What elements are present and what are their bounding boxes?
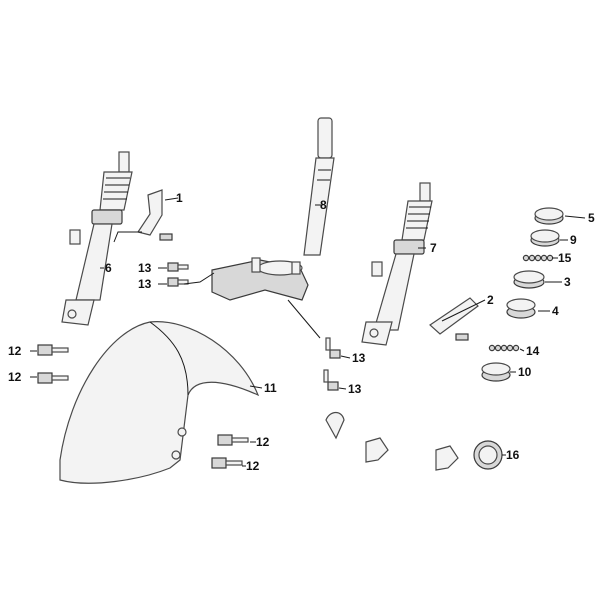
callout-14: 14 — [526, 344, 540, 358]
small-clamps — [325, 411, 459, 471]
ball-ring-14 — [488, 344, 520, 352]
reflector-part-16 — [473, 440, 503, 470]
callout-12-top-left: 12 — [8, 344, 22, 358]
steering-stem — [211, 117, 335, 301]
right-fork-leg — [361, 182, 433, 346]
callout-6: 6 — [105, 261, 112, 275]
ball-ring-15 — [522, 254, 554, 262]
callout-11: 11 — [264, 381, 277, 395]
callout-2: 2 — [487, 293, 494, 307]
bracket-part-1 — [137, 189, 173, 241]
callout-4: 4 — [552, 304, 559, 318]
callout-7: 7 — [430, 241, 437, 255]
bearing-stack — [481, 207, 564, 382]
callout-13-upper-right: 13 — [352, 351, 366, 365]
left-fork-leg — [61, 151, 133, 326]
callout-12-top-right: 12 — [256, 435, 270, 449]
leader-lines — [30, 197, 586, 467]
callout-13-lower-left: 13 — [138, 277, 152, 291]
wire-clip-part-2 — [429, 297, 479, 341]
fender-bolts-right — [211, 434, 249, 469]
callout-16: 16 — [506, 448, 520, 462]
callout-10: 10 — [518, 365, 532, 379]
callout-9: 9 — [570, 233, 577, 247]
callout-13-upper-left: 13 — [138, 261, 152, 275]
stem-bolts — [167, 262, 341, 391]
callout-8: 8 — [320, 198, 327, 212]
callout-15: 15 — [558, 251, 572, 265]
callouts: 1 2 3 4 5 6 7 8 9 10 11 12 12 12 12 13 1… — [8, 191, 595, 473]
front-fender — [59, 321, 260, 484]
fender-bolts-left — [37, 344, 69, 384]
callout-3: 3 — [564, 275, 571, 289]
callout-5: 5 — [588, 211, 595, 225]
callout-12-bottom-right: 12 — [246, 459, 260, 473]
callout-12-bottom-left: 12 — [8, 370, 22, 384]
callout-1: 1 — [176, 191, 183, 205]
callout-13-lower-right: 13 — [348, 382, 362, 396]
